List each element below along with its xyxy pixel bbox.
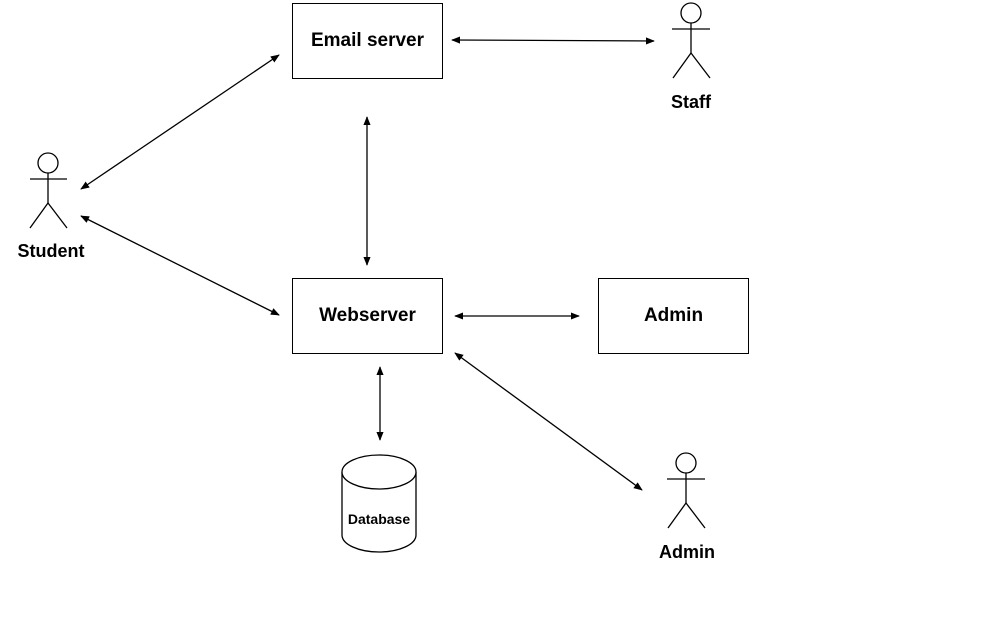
webserver-label: Webserver bbox=[319, 305, 416, 326]
edge-student-webserver bbox=[80, 215, 280, 316]
student-label: Student bbox=[17, 241, 85, 261]
edge-student-email-server bbox=[80, 54, 280, 190]
edge-webserver-admin-actor bbox=[454, 352, 643, 491]
email-server-label: Email server bbox=[310, 30, 425, 51]
student-actor-icon bbox=[29, 152, 68, 229]
webserver-box: Webserver bbox=[292, 278, 443, 354]
admin-box-label: Admin bbox=[643, 305, 704, 326]
admin-actor-label: Admin bbox=[659, 542, 715, 562]
email-server-box: Email server bbox=[292, 3, 443, 79]
admin-actor-icon bbox=[667, 452, 706, 529]
staff-label: Staff bbox=[671, 92, 711, 112]
admin-box: Admin bbox=[598, 278, 749, 354]
database-cylinder-icon bbox=[341, 454, 417, 553]
edge-email-server-staff bbox=[451, 36, 655, 45]
staff-actor-icon bbox=[672, 2, 711, 79]
database-label: Database bbox=[347, 511, 411, 527]
